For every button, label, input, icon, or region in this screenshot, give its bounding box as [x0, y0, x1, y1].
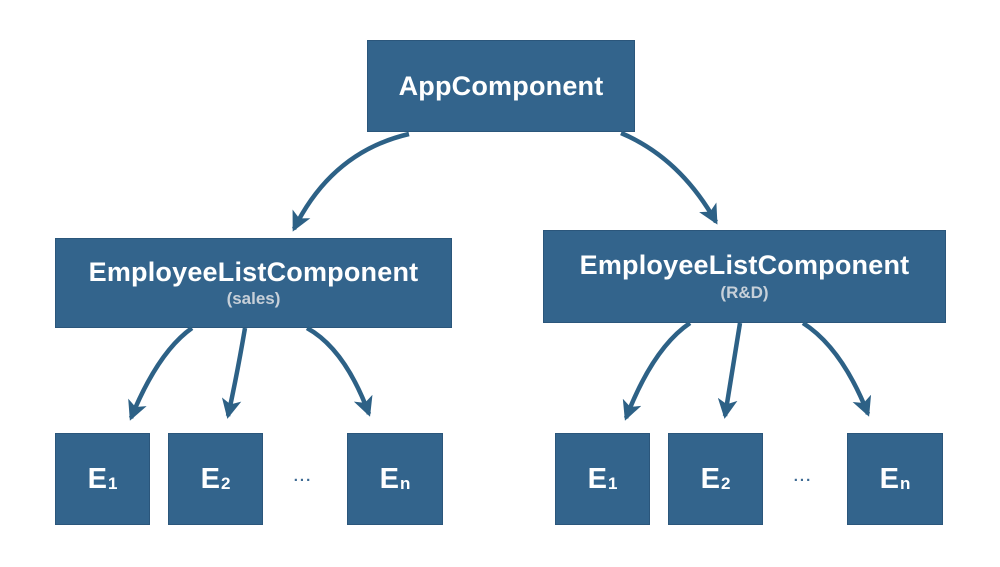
employee-label-subscript: n: [399, 474, 411, 493]
node-employee-list-rd-title: EmployeeListComponent: [579, 250, 910, 281]
employee-label-subscript: 1: [107, 474, 118, 493]
node-employee-list-sales-subtitle: (sales): [226, 289, 281, 309]
arrow-app-to-rd: [620, 130, 718, 225]
node-employee-list-sales: EmployeeListComponent (sales): [55, 238, 452, 328]
arrow-rd-to-en: [801, 321, 872, 417]
arrow-sales-to-e1: [128, 326, 194, 421]
node-app-component-label: AppComponent: [398, 70, 604, 101]
node-employee-list-rd: EmployeeListComponent (R&D): [543, 230, 946, 323]
node-employee-list-rd-subtitle: (R&D): [720, 282, 769, 302]
employee-label: E: [87, 462, 107, 495]
employee-label-subscript: 2: [220, 474, 231, 493]
employee-label: E: [700, 462, 720, 495]
arrow-sales-to-e2: [221, 327, 248, 419]
ellipsis-rd: ...: [793, 468, 813, 485]
employee-label: E: [200, 462, 220, 495]
employee-label-subscript: 2: [720, 474, 731, 493]
employee-label: E: [379, 462, 399, 495]
arrow-sales-to-en: [305, 326, 373, 417]
arrow-rd-to-e2: [717, 322, 743, 419]
arrow-rd-to-e1: [622, 321, 692, 421]
employee-label-subscript: 1: [607, 474, 618, 493]
employee-label-subscript: n: [899, 474, 911, 493]
node-app-component: AppComponent: [367, 40, 635, 132]
employee-label: E: [879, 462, 899, 495]
ellipsis-sales: ...: [293, 468, 313, 485]
employee-label: E: [587, 462, 607, 495]
node-employee-list-sales-title: EmployeeListComponent: [88, 256, 419, 287]
arrow-app-to-sales: [291, 131, 410, 232]
